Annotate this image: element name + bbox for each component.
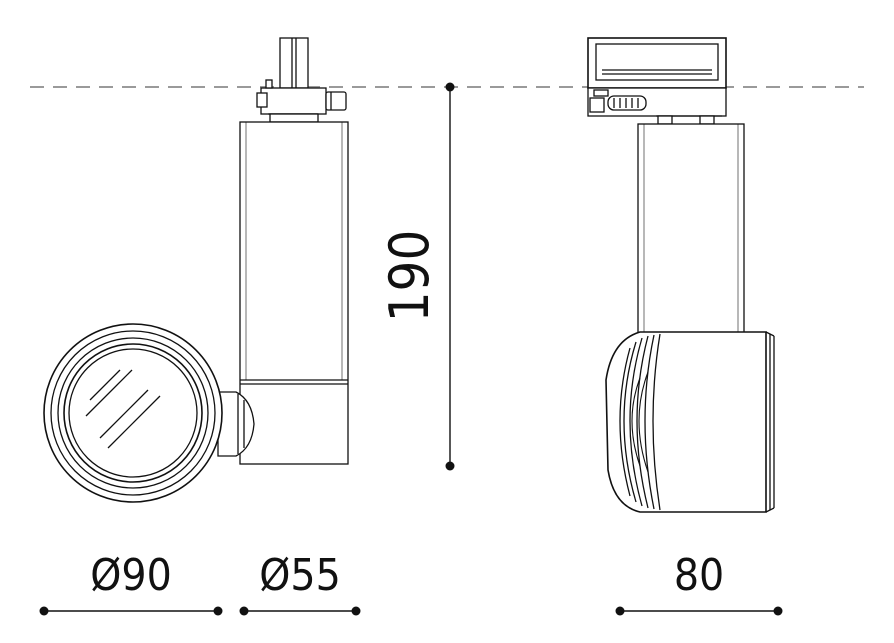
height-dimension-top-dot <box>445 82 455 92</box>
front-body <box>239 121 349 465</box>
side-view <box>587 37 775 513</box>
side-track-adapter <box>587 37 727 125</box>
height-dimension: 190 <box>378 82 455 471</box>
dimension-body-diameter: Ø55 <box>239 550 361 616</box>
height-dimension-bottom-dot <box>445 461 455 471</box>
head-diameter-label: Ø90 <box>90 550 172 601</box>
front-view <box>43 37 349 503</box>
dimension-depth: 80 <box>615 550 783 616</box>
front-lamp-head <box>43 323 223 503</box>
front-joint <box>217 391 255 457</box>
side-lamp-head <box>605 331 775 513</box>
dimension-head-diameter: Ø90 <box>39 550 223 616</box>
height-label: 190 <box>378 230 441 323</box>
front-track-adapter <box>256 37 347 123</box>
depth-label: 80 <box>674 550 724 601</box>
side-body <box>637 123 745 335</box>
body-diameter-label: Ø55 <box>259 550 341 601</box>
